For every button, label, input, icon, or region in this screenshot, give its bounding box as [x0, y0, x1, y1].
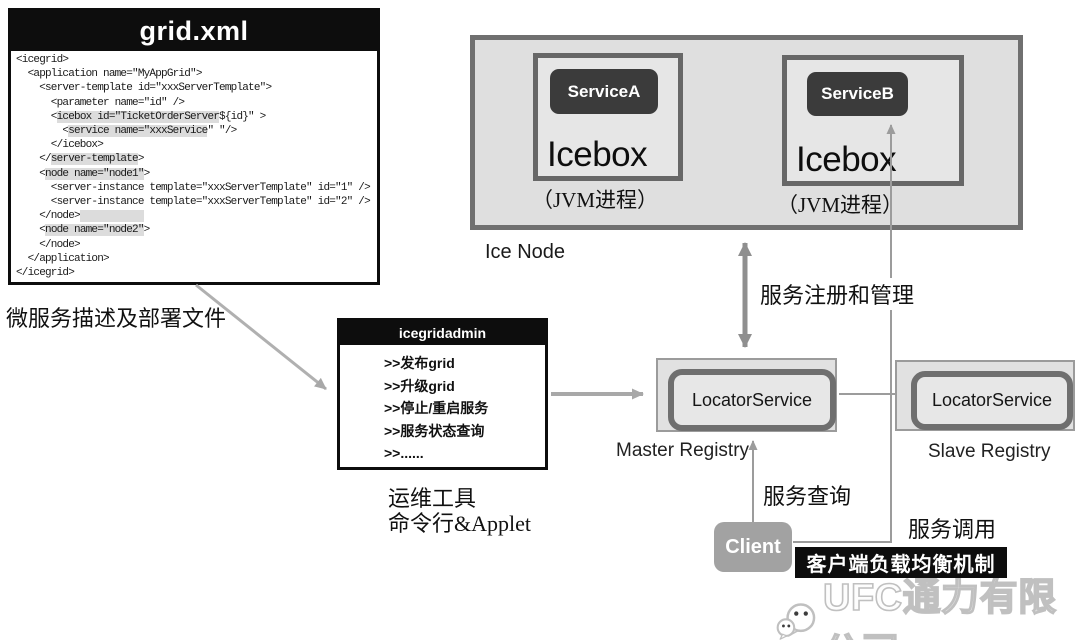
code-line: <icebox id="TicketOrderServer${id}" > [16, 110, 266, 123]
gridxml-panel: grid.xml <icegrid> <application name="My… [8, 8, 380, 285]
service-invoke-label: 服务调用 [908, 517, 997, 542]
gridxml-title: grid.xml [11, 11, 377, 51]
code-line: </node> [16, 238, 80, 251]
service-a-box: ServiceA [550, 69, 658, 114]
icebox-b: ServiceB Icebox [782, 55, 964, 186]
code-line: </server-template> [16, 153, 144, 166]
master-registry-label: Master Registry [616, 440, 750, 461]
code-line: <icegrid> [16, 54, 69, 66]
wechat-icon [776, 603, 816, 640]
jvm-process-label-b: （JVM进程） [777, 193, 904, 217]
icegridadmin-panel: icegridadmin >>发布grid>>升级grid>>停止/重启服务>>… [337, 318, 548, 470]
service-query-label: 服务查询 [763, 484, 852, 509]
ice-node-box: ServiceA Icebox ServiceB Icebox [470, 35, 1023, 230]
gridxml-code: <icegrid> <application name="MyAppGrid">… [11, 51, 377, 280]
code-line: <service name="xxxService" "/> [16, 125, 237, 138]
service-registration-label: 服务注册和管理 [758, 278, 917, 310]
slave-locator-service: LocatorService [911, 371, 1073, 430]
icebox-a: ServiceA Icebox [533, 53, 683, 181]
code-line: <node name="node1"> [16, 167, 150, 180]
code-line: <server-instance template="xxxServerTemp… [16, 196, 371, 209]
icebox-a-label: Icebox [547, 135, 648, 174]
icebox-b-label: Icebox [796, 140, 897, 179]
ice-node-label: Ice Node [485, 241, 566, 263]
code-line: </icegrid> [16, 267, 75, 280]
code-line: <server-template id="xxxServerTemplate"> [16, 82, 272, 95]
admin-commands: >>发布grid >>升级grid >>停止/重启服务 >>服务状态查询 >>.....… [340, 345, 545, 465]
jvm-process-label-a: （JVM进程） [532, 188, 659, 212]
watermark: UFC通力有限公司 [776, 566, 1080, 640]
icegridadmin-title: icegridadmin [340, 321, 545, 345]
admin-command: >>发布grid [384, 355, 455, 371]
master-registry-box: LocatorService [656, 358, 837, 432]
admin-command: >>停止/重启服务 [384, 400, 489, 417]
slave-registry-label: Slave Registry [928, 441, 1051, 462]
client-box: Client [714, 522, 792, 572]
code-line: <server-instance template="xxxServerTemp… [16, 181, 371, 194]
admin-command: >>升级grid [384, 377, 455, 394]
code-line: </node> [16, 209, 377, 223]
code-line: <application name="MyAppGrid"> [16, 68, 203, 81]
deploy-file-label: 微服务描述及部署文件 [6, 306, 227, 331]
service-b-box: ServiceB [807, 72, 908, 116]
ops-tool-label-line1: 运维工具 [388, 486, 477, 511]
ops-tool-label-line2: 命令行&Applet [388, 511, 531, 536]
admin-command: >>...... [384, 445, 424, 462]
watermark-text: UFC通力有限公司 [822, 576, 1057, 640]
code-line: <node name="node2"> [16, 224, 150, 237]
code-line: </application> [16, 252, 110, 265]
code-line: <parameter name="id" /> [16, 96, 185, 109]
admin-command: >>服务状态查询 [384, 422, 485, 439]
load-balance-box: 客户端负载均衡机制 [795, 547, 1007, 578]
code-line: </icebox> [16, 139, 104, 152]
slave-registry-box: LocatorService [895, 360, 1075, 431]
master-locator-service: LocatorService [668, 369, 836, 431]
